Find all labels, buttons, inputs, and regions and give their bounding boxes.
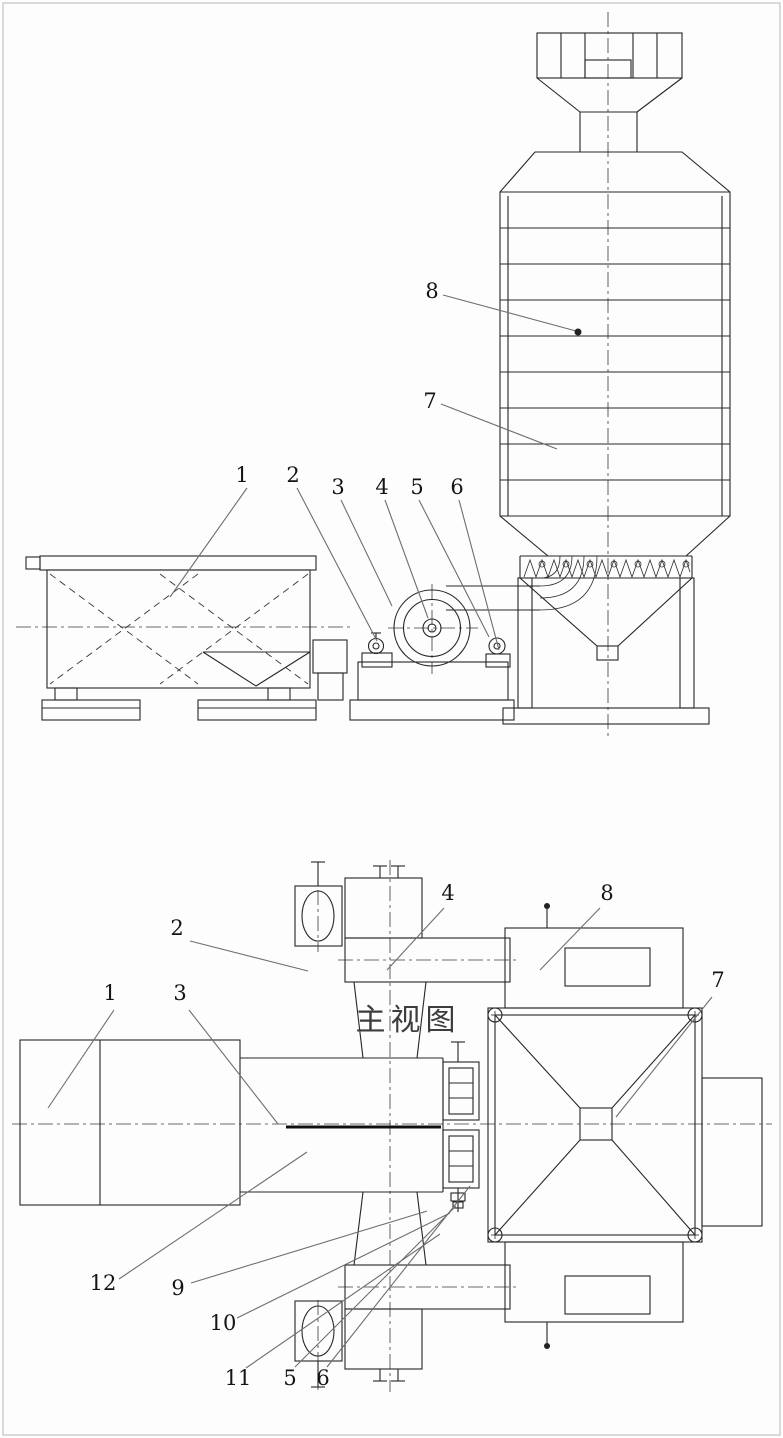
plan-label-10: 10 xyxy=(210,1311,237,1335)
dust-collector-plan xyxy=(487,903,763,1349)
bottom-drive-assembly xyxy=(294,1191,511,1388)
bolt-icon xyxy=(544,1343,550,1349)
drying-tower xyxy=(499,151,731,557)
front-view: 1 2 3 4 5 6 7 8 xyxy=(16,12,731,736)
vessel-internal-screw xyxy=(49,573,309,685)
leader-end-dot xyxy=(574,328,582,336)
vessel-plan xyxy=(19,1039,241,1206)
top-drive-assembly xyxy=(294,861,511,1059)
fan-duct-elbow xyxy=(446,555,598,611)
plan-label-12: 12 xyxy=(90,1271,117,1295)
front-label-6: 6 xyxy=(450,475,463,499)
front-label-4: 4 xyxy=(375,475,388,499)
plan-label-3: 3 xyxy=(173,981,186,1005)
plan-label-5: 5 xyxy=(283,1366,296,1390)
coupling-box xyxy=(312,639,348,701)
feed-vessel xyxy=(25,555,317,721)
cyclone-hopper xyxy=(502,555,710,725)
front-label-8: 8 xyxy=(425,279,438,303)
plan-label-1: 1 xyxy=(103,981,116,1005)
front-labels: 1 2 3 4 5 6 7 8 xyxy=(235,279,463,499)
main-duct-plan xyxy=(240,1057,444,1193)
plan-label-4: 4 xyxy=(441,881,454,905)
plan-label-6: 6 xyxy=(316,1366,329,1390)
front-label-5: 5 xyxy=(410,475,423,499)
plan-leader-lines xyxy=(47,907,713,1369)
front-centerlines xyxy=(16,12,609,736)
expansion-joints xyxy=(442,1041,480,1212)
tower-top-outlet xyxy=(536,32,683,152)
fan-assembly xyxy=(349,589,515,721)
front-label-3: 3 xyxy=(331,475,344,499)
plan-labels: 2 4 8 1 3 7 12 9 10 11 5 6 xyxy=(90,881,725,1390)
plan-label-2: 2 xyxy=(170,916,183,940)
front-label-2: 2 xyxy=(286,463,299,487)
nozzle-row xyxy=(523,558,691,579)
front-leader-lines xyxy=(169,294,582,651)
front-label-7: 7 xyxy=(423,389,436,413)
bearing-unit xyxy=(485,637,511,668)
plan-label-11: 11 xyxy=(225,1366,252,1390)
front-label-1: 1 xyxy=(235,463,248,487)
view-caption: 主视图 xyxy=(356,1003,461,1038)
plan-view: 主视图 2 4 8 1 3 7 12 9 10 11 5 xyxy=(12,860,772,1392)
plan-label-8: 8 xyxy=(600,881,613,905)
plan-label-7: 7 xyxy=(711,968,724,992)
plan-label-9: 9 xyxy=(171,1276,184,1300)
